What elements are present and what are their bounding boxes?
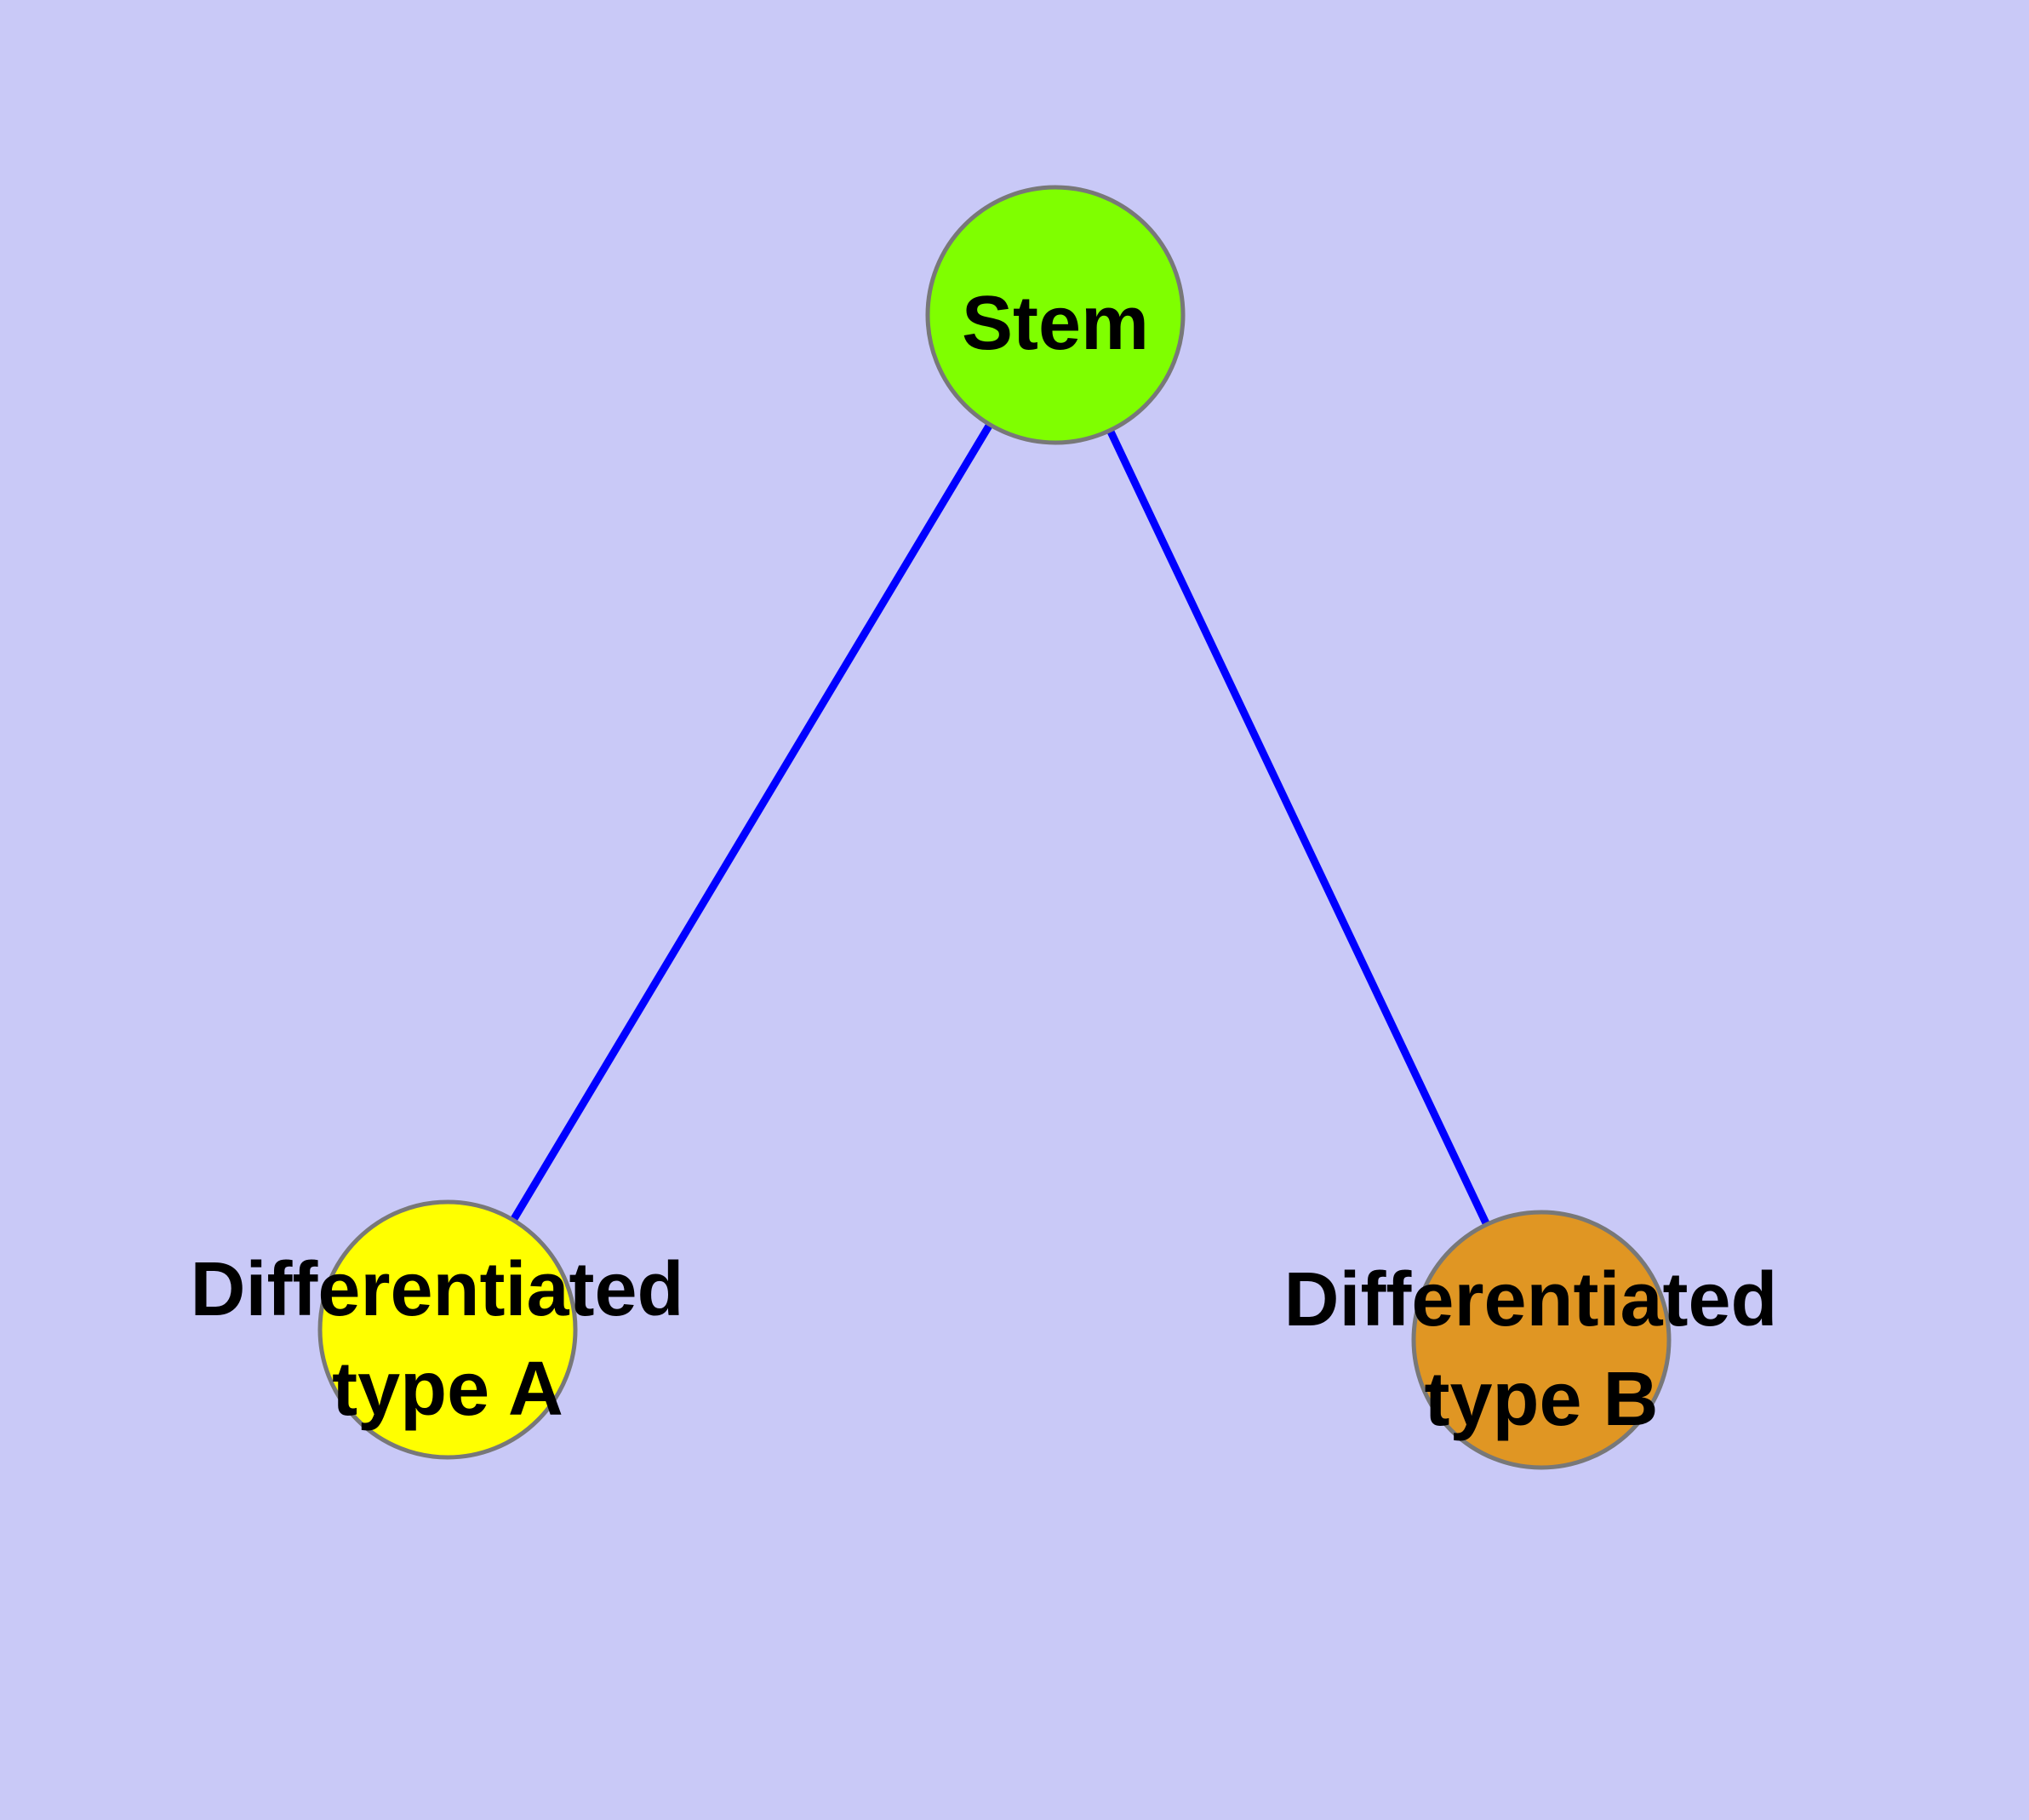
edge-stem-to-type-b [1051, 313, 1546, 1342]
node-type-b-label: Differentiated type B [1283, 1257, 1798, 1442]
node-stem-circle [925, 185, 1186, 445]
node-type-a-label: Differentiated type A [190, 1247, 705, 1432]
node-differentiated-type-b: Differentiated type B [1283, 1210, 1798, 1470]
node-differentiated-type-a: Differentiated type A [190, 1199, 705, 1460]
node-type-a-circle [317, 1199, 578, 1460]
edge-stem-to-type-a [444, 312, 1059, 1332]
node-type-b-circle [1411, 1210, 1672, 1470]
node-type-a-label-line2: type A [332, 1347, 563, 1432]
node-type-a-label-line1: Differentiated [190, 1247, 683, 1332]
node-stem: Stem [925, 185, 1186, 445]
node-type-b-label-line2: type B [1424, 1357, 1658, 1442]
node-type-b-label-line1: Differentiated [1283, 1257, 1777, 1342]
node-stem-label: Stem [962, 281, 1149, 366]
